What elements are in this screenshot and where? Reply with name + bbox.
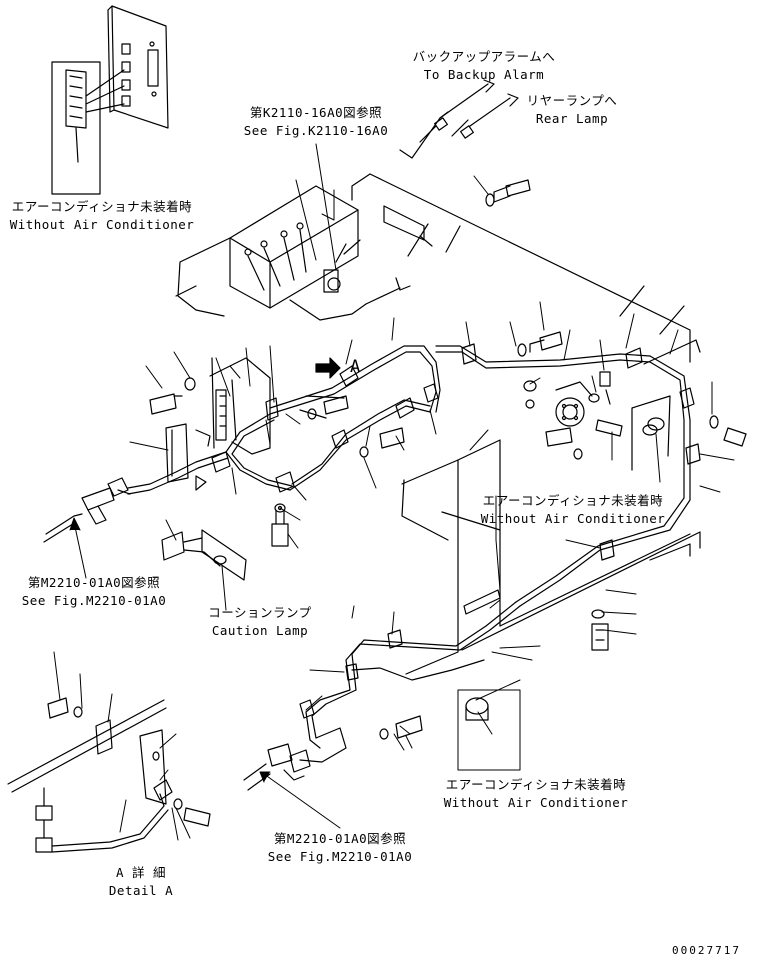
ref-k2110-label-jp: 第K2110-16A0図参照: [249, 105, 383, 120]
no-ac-top-label-jp: エアーコンディショナ未装着時: [11, 199, 193, 214]
caution-lamp-label-jp: コーションランプ: [208, 605, 312, 620]
ref-m2210-bottom-label-jp: 第M2210-01A0図参照: [273, 831, 407, 846]
left-bracket-assembly: [165, 357, 271, 491]
drawing-serial-number: 00027717: [672, 944, 741, 957]
ref-m2210-bottom-label-en: See Fig.M2210-01A0: [267, 849, 413, 864]
no-ac-top-label-en: Without Air Conditioner: [9, 217, 195, 232]
machine-frame: [175, 173, 701, 675]
view-a-marker: A: [350, 357, 361, 377]
rear-lamp-label-jp: リヤーランプへ: [526, 93, 618, 108]
backup-alarm-label-jp: バックアップアラームへ: [412, 49, 556, 64]
ref-m2210-left-label-en: See Fig.M2210-01A0: [21, 593, 167, 608]
backup-alarm-label-en: To Backup Alarm: [423, 67, 545, 82]
relay-box: [229, 185, 401, 321]
rear-lamp-label-en: Rear Lamp: [535, 111, 609, 126]
main-harness: [127, 345, 691, 763]
inset-ac-mid: [631, 395, 671, 471]
no-ac-mid-label-jp: エアーコンディショナ未装着時: [482, 493, 664, 508]
no-ac-bottom-label-en: Without Air Conditioner: [443, 795, 629, 810]
detail-a-label-jp: A 詳 細: [115, 865, 167, 880]
detail-a-label-en: Detail A: [108, 883, 174, 898]
leader-lines: [53, 143, 735, 841]
no-ac-mid-label-en: Without Air Conditioner: [480, 511, 666, 526]
detail-a-inset: [7, 697, 211, 853]
view-a-arrow: [315, 357, 341, 379]
inset-plug: [457, 689, 521, 771]
caution-lamp-label-en: Caution Lamp: [211, 623, 309, 638]
bolts-and-washers: [149, 179, 747, 740]
pointer-arrows: [69, 495, 501, 829]
ref-m2210-left-label-jp: 第M2210-01A0図参照: [27, 575, 161, 590]
ref-k2110-label-en: See Fig.K2110-16A0: [243, 123, 389, 138]
left-connectors: [43, 477, 131, 543]
caution-lamp: [161, 529, 247, 581]
inset-switch-panel: [51, 5, 169, 195]
no-ac-bottom-label-jp: エアーコンディショナ未装着時: [445, 777, 627, 792]
rear-leads: [399, 79, 519, 159]
harness-clamps: [211, 205, 701, 719]
